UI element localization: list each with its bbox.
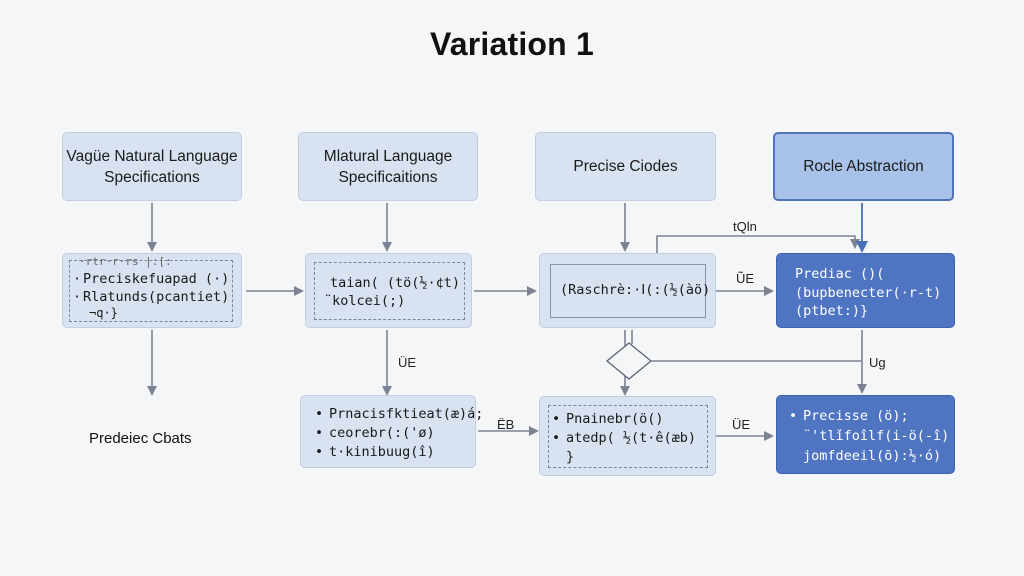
code-line: ¨'tlǐfoîlf(i-ö(-î) <box>803 428 950 444</box>
code-line: atedp( ½(t·ê(æb) <box>566 430 697 446</box>
header-vague-spec: Vagüe Natural Language Specifications <box>62 132 242 201</box>
bullet-glyph: • <box>552 411 561 427</box>
code-line: (ptbet:)} <box>795 303 869 319</box>
code-line: } <box>566 449 575 465</box>
code-line: taian( (tö(½·¢t) <box>330 275 461 291</box>
code-line: Prediac ()( <box>795 266 885 282</box>
code-line: ·rtr·r·rs |:[: <box>79 255 172 268</box>
code-box-r2-1: ·rtr·r·rs |:[: Preciskefuapad (·) Rlatun… <box>62 253 242 328</box>
code-line: (Raschrè:·Ⅰ(:(½(àö) <box>560 282 711 298</box>
decision-diamond <box>605 342 653 380</box>
bullet-glyph: · <box>73 289 82 305</box>
header-natural-line2: Specificaitions <box>338 168 438 186</box>
bullet-glyph: • <box>315 444 324 460</box>
code-line: ceorebr(:('ø) <box>329 425 435 441</box>
code-line: Precisse (ö); <box>803 408 909 424</box>
bullet-glyph: • <box>552 430 561 446</box>
header-precise-label: Precise Ciodes <box>573 158 678 175</box>
code-line: ¨kolcei(;) <box>324 293 406 309</box>
arrow-label-loop: tQln <box>733 219 757 234</box>
code-box-r3-2: Pnainebr(ö() atedp( ½(t·ê(æb) } • • <box>539 396 716 476</box>
header-vague-line1: Vagüe Natural Language <box>66 147 238 165</box>
code-line: Prnacisfktieat(æ)á; <box>329 406 484 422</box>
code-line: t·kinibuug(î) <box>329 444 435 460</box>
bullet-glyph: · <box>73 271 82 287</box>
header-precise-codes: Precise Ciodes <box>535 132 716 201</box>
dashed-frame <box>69 260 233 322</box>
dashed-frame <box>550 264 706 318</box>
code-line: jomfdeeil(õ):½·ó) <box>803 448 942 464</box>
code-box-r2-3: (Raschrè:·Ⅰ(:(½(àö) <box>539 253 716 328</box>
code-box-r3-3: Precisse (ö); ¨'tlǐfoîlf(i-ö(-î) jomfdee… <box>776 395 955 474</box>
bullet-glyph: • <box>315 406 324 422</box>
diagram-title: Variation 1 <box>429 26 595 62</box>
arrow-loop <box>656 235 860 253</box>
arrow-label-b4-down: Ug <box>869 355 886 370</box>
header-abstraction-label: Rocle Abstraction <box>803 158 924 175</box>
outcome-label: Predeiec Cbats <box>89 430 192 447</box>
code-line: Pnainebr(ö() <box>566 411 664 427</box>
header-vague-line2: Specifications <box>104 168 200 186</box>
code-box-r2-4: Prediac ()( (bupbenecter(·r-t) (ptbet:)} <box>776 253 955 328</box>
arrow-label-r2-3-4: ŨE <box>736 271 755 286</box>
header-natural-spec: Mlatural Language Specificaitions <box>298 132 478 201</box>
dashed-frame <box>548 405 708 468</box>
code-box-r3-1: Prnacisfktieat(æ)á; ceorebr(:('ø) t·kini… <box>300 395 483 468</box>
code-line: (bupbenecter(·r-t) <box>795 285 942 301</box>
code-line: Preciskefuapad (·) <box>83 271 230 287</box>
arrow-label-r3-1-2: ËB <box>497 417 515 432</box>
code-box-r2-2: taian( (tö(½·¢t) ¨kolcei(;) <box>305 253 472 328</box>
arrow-label-r3-2-3: ÜE <box>732 417 751 432</box>
arrow-label-b2-down: ÜE <box>398 355 417 370</box>
dashed-frame <box>314 262 465 320</box>
header-code-abstraction: Rocle Abstraction <box>773 132 954 201</box>
code-line: ¬q·} <box>89 306 118 320</box>
bullet-glyph: • <box>789 408 798 424</box>
bullet-glyph: • <box>315 425 324 441</box>
code-line: Rlatunds(pcantiet) <box>83 289 230 305</box>
header-natural-line1: Mlatural Language <box>323 147 453 165</box>
